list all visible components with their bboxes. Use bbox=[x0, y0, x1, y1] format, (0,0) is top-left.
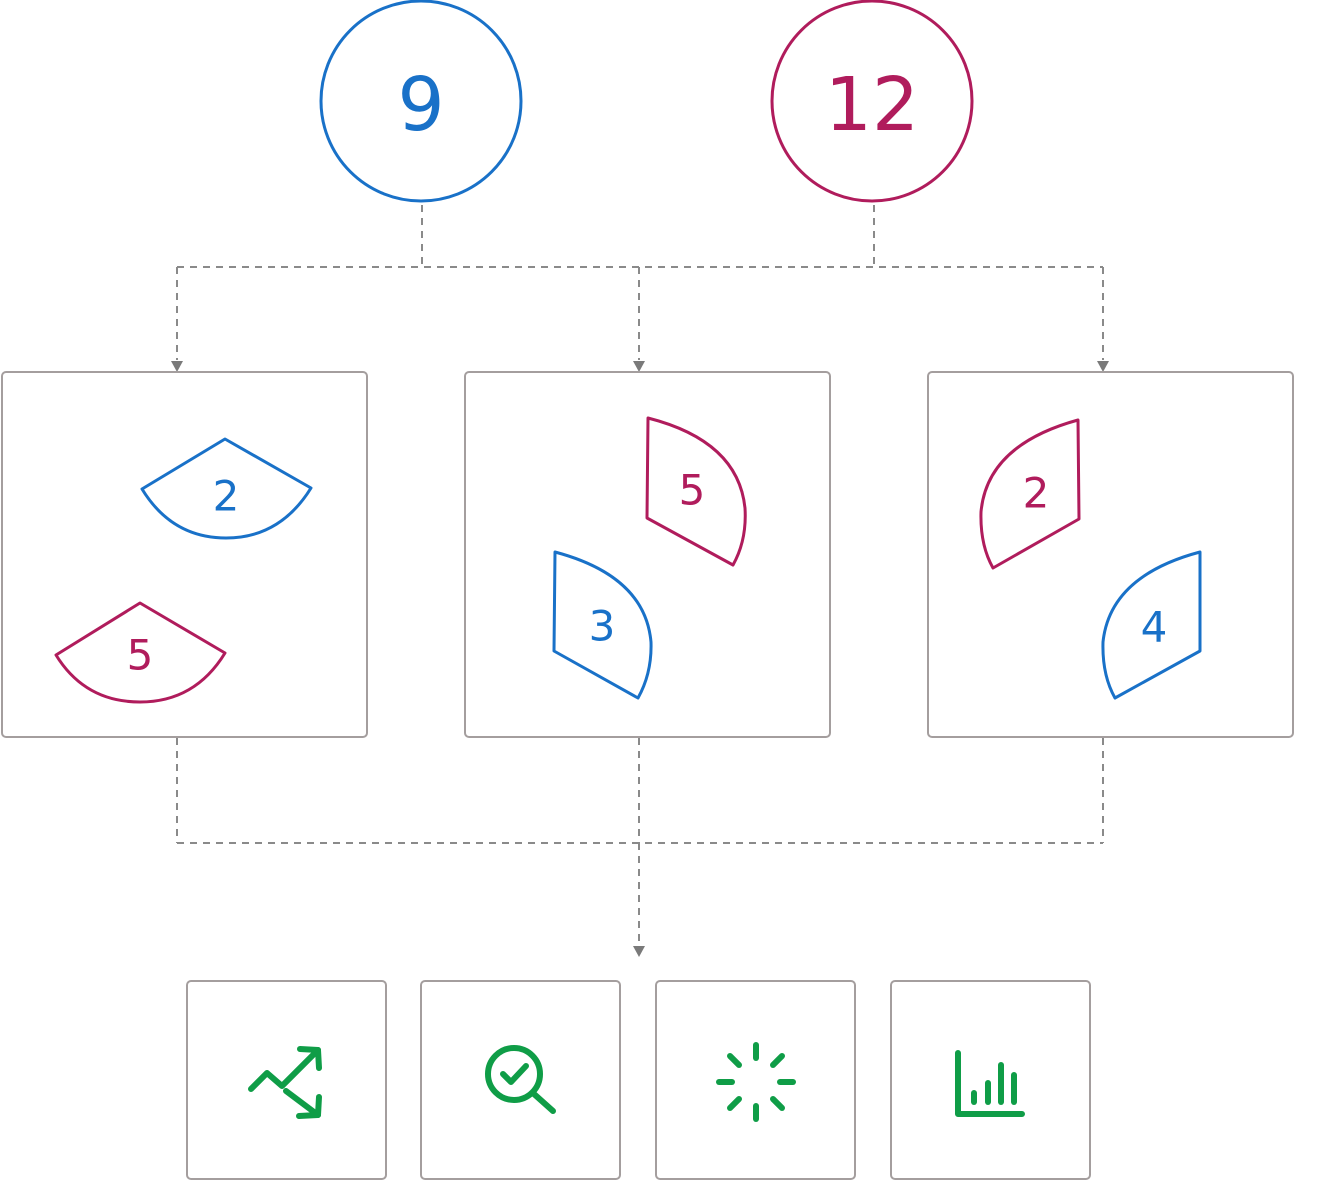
shard-value: 3 bbox=[589, 602, 616, 651]
bar-chart-icon bbox=[955, 1050, 1025, 1117]
total-value: 12 bbox=[825, 62, 919, 148]
trend-arrows-icon bbox=[248, 1046, 322, 1119]
shard-value: 5 bbox=[127, 631, 154, 680]
output-card bbox=[655, 980, 856, 1180]
partition-2: 5 3 bbox=[464, 371, 831, 738]
shard-wedge bbox=[54, 601, 227, 704]
total-node-9: 9 bbox=[319, 0, 523, 203]
output-card bbox=[420, 980, 621, 1180]
output-card-trend[interactable] bbox=[186, 980, 387, 1180]
output-card-spinner[interactable] bbox=[655, 980, 856, 1180]
bottom-connectors bbox=[176, 738, 1104, 957]
shard-value: 5 bbox=[679, 466, 706, 515]
loading-spinner-icon bbox=[716, 1042, 796, 1122]
search-check-icon bbox=[485, 1045, 556, 1114]
shard-wedge bbox=[1101, 550, 1202, 700]
output-card-search[interactable] bbox=[420, 980, 621, 1180]
partition-3: 2 4 bbox=[927, 371, 1294, 738]
shard-value: 2 bbox=[1023, 469, 1050, 518]
total-circle bbox=[319, 0, 523, 203]
shard-wedge bbox=[979, 418, 1081, 570]
shard-value: 4 bbox=[1141, 603, 1168, 652]
arrowhead-partition-1 bbox=[171, 361, 183, 372]
output-card-chart[interactable] bbox=[890, 980, 1091, 1180]
shard-value: 2 bbox=[213, 472, 240, 521]
top-connectors bbox=[171, 205, 1109, 372]
output-card bbox=[890, 980, 1091, 1180]
shard-wedge bbox=[552, 550, 653, 700]
total-node-12: 12 bbox=[770, 0, 974, 203]
arrowhead-outputs bbox=[633, 946, 645, 957]
shard-wedge bbox=[645, 416, 747, 567]
shard-wedge bbox=[140, 437, 313, 540]
partition-1: 2 5 bbox=[1, 371, 368, 738]
total-value: 9 bbox=[397, 62, 444, 148]
arrowhead-partition-3 bbox=[1097, 361, 1109, 372]
arrowhead-partition-2 bbox=[633, 361, 645, 372]
total-circle bbox=[770, 0, 974, 203]
